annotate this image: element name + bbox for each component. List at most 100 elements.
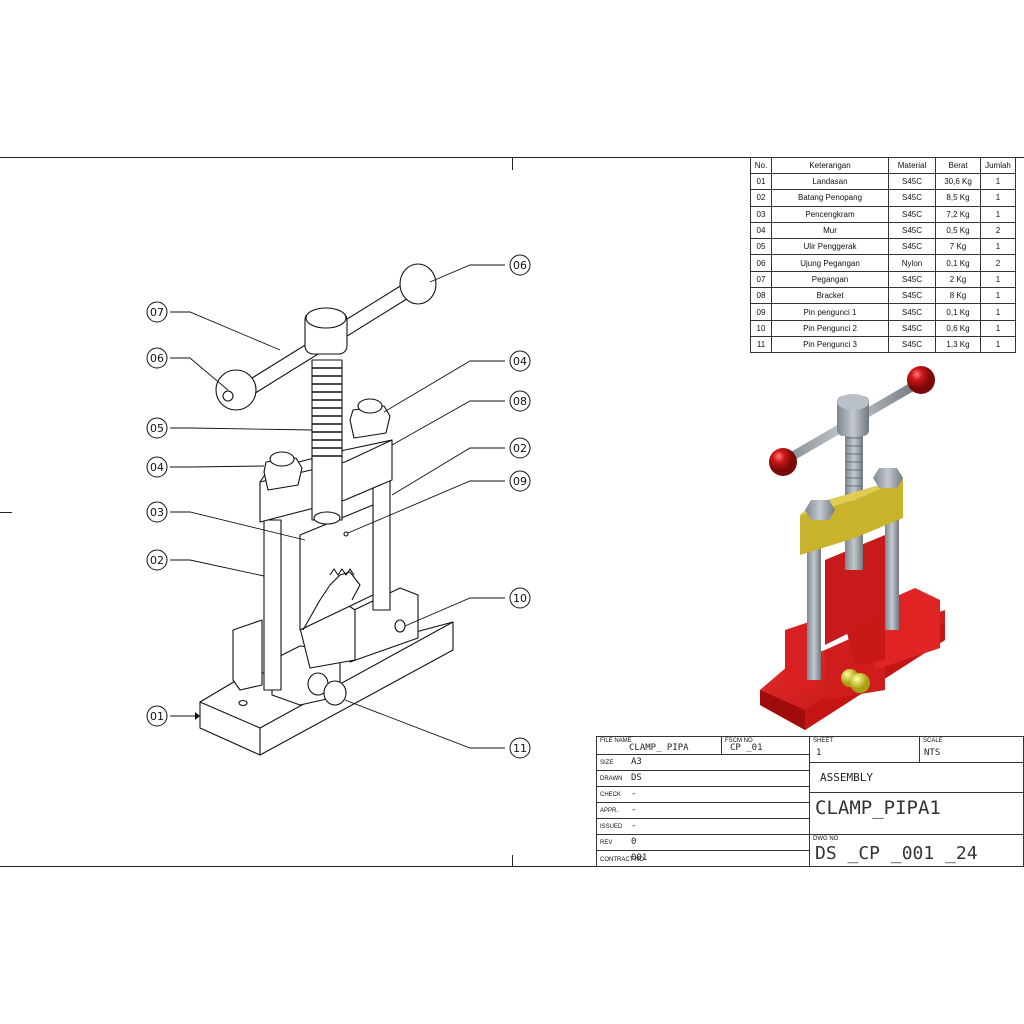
bom-cell-no: 04 [750,221,772,240]
dwg-no-value: DS _CP _001 _24 [815,843,978,864]
balloon-circle [146,456,168,478]
nut-left [263,451,303,491]
bom-cell-keterangan: Pegangan [771,270,889,289]
bom-cell-material: S45C [888,238,936,256]
bom-header-no: No. [750,157,772,174]
balloon-circle [146,347,168,369]
left-center-mark [0,512,12,513]
render-knob-left [769,448,797,476]
balloon-circle [146,501,168,523]
scale-value: NTS [924,748,941,758]
file-name-label: FILE NAME [600,738,632,744]
bom-cell-jumlah: 1 [980,270,1016,289]
bom-cell-berat: 7,2 Kg [935,205,981,223]
drawing-title: CLAMP_PIPA1 [815,797,941,819]
bom-cell-berat: 30,6 Kg [935,172,981,191]
balloon-circle [509,437,531,459]
bom-cell-berat: 7 Kg [935,238,981,256]
bom-cell-material: S45C [888,205,936,223]
bom-cell-keterangan: Ujung Pegangan [771,254,889,272]
bom-header-row: No. Keterangan Material Berat Jumlah [750,157,1016,174]
bom-cell-jumlah: 1 [980,303,1016,321]
jaw [299,504,374,631]
balloon-label: 01 [150,710,164,723]
bom-header-jumlah: Jumlah [980,157,1016,174]
right-column [372,479,391,611]
bom-cell-jumlah: 1 [980,238,1016,256]
file-name-value: CLAMP_ PIPA [629,743,689,753]
bom-cell-material: S45C [888,319,936,337]
balloon-label: 04 [513,355,527,368]
nut-right [349,398,391,439]
bom-cell-no: 02 [750,189,772,207]
left-column [263,519,282,691]
bom-cell-keterangan: Landasan [771,172,889,191]
bom-cell-no: 10 [750,319,772,337]
bom-cell-jumlah: 1 [980,205,1016,223]
sheet-label: SHEET [813,738,834,744]
bom-cell-material: S45C [888,287,936,305]
bom-cell-berat: 0,5 Kg [935,221,981,240]
bom-cell-keterangan: Mur [771,221,889,240]
bom-cell-jumlah: 1 [980,287,1016,305]
balloon-circle [146,417,168,439]
bom-header-material: Material [888,157,936,174]
dwg-no-label: DWG NO [813,836,839,842]
balloon-circle [509,737,531,759]
bottom-center-mark [512,855,513,867]
bom-cell-jumlah: 1 [980,319,1016,337]
bom-cell-berat: 8,5 Kg [935,189,981,207]
render-knob-right [907,366,935,394]
balloon-label: 06 [150,352,164,365]
knob-left [215,369,257,411]
bom-cell-material: S45C [888,189,936,207]
bom-cell-berat: 0,1 Kg [935,254,981,272]
bom-cell-berat: 1,3 Kg [935,335,981,354]
size-value: A3 [631,757,642,767]
bom-cell-keterangan: Ulir Penggerak [771,238,889,256]
bom-cell-keterangan: Pencengkram [771,205,889,223]
bom-cell-material: Nylon [888,254,936,272]
bom-cell-keterangan: Bracket [771,287,889,305]
issued-label: ISSUED [600,824,623,830]
assembly-render [760,366,945,730]
balloon-circle [146,549,168,571]
bom-cell-no: 08 [750,287,772,305]
rev-label: REV [600,840,613,846]
balloon-label: 04 [150,461,164,474]
bom-cell-berat: 8 Kg [935,287,981,305]
balloon-label: 05 [150,422,164,435]
sheet-value: 1 [816,748,822,758]
balloon-label: 11 [513,742,527,755]
check-value: - [631,789,637,799]
drawn-label: DRAWN [600,776,623,782]
bom-cell-keterangan: Pin Pengunci 2 [771,319,889,337]
check-label: CHECK [600,792,622,798]
balloon-label: 02 [513,442,527,455]
drawing-subtitle: ASSEMBLY [820,771,873,784]
bom-cell-jumlah: 1 [980,335,1016,354]
bom-cell-berat: 0,1 Kg [935,303,981,321]
bom-header-keterangan: Keterangan [771,157,889,174]
balloon-label: 02 [150,554,164,567]
bom-cell-no: 03 [750,205,772,223]
balloon-label: 07 [150,306,164,319]
contract-label: CONTRACT NO [600,857,644,863]
bom-cell-material: S45C [888,335,936,354]
balloon-circle [509,390,531,412]
bom-cell-berat: 0,6 Kg [935,319,981,337]
bom-cell-material: S45C [888,172,936,191]
bom-cell-berat: 2 Kg [935,270,981,289]
bom-cell-keterangan: Pin Pengunci 3 [771,335,889,354]
appr-label: APPR. [600,808,619,814]
bom-cell-no: 07 [750,270,772,289]
